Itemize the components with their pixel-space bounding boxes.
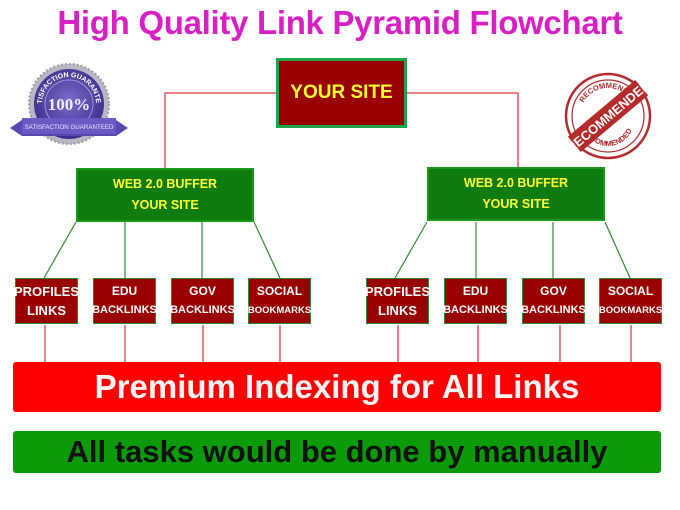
root-label: YOUR SITE <box>290 82 393 103</box>
leaf-gov-backlinks-right: GOV BACKLINKS <box>521 278 586 324</box>
leaf-line1: EDU <box>462 284 489 298</box>
leaf-profiles-links-right: PROFILES LINKS <box>365 278 431 324</box>
recommended-stamp-icon: RECOMMENDED RECOMMENDED RECOMMENDED <box>563 72 653 160</box>
leaf-line1: SOCIAL <box>256 284 303 298</box>
leaf-gov-backlinks-left: GOV BACKLINKS <box>170 278 235 324</box>
leaf-line1: PROFILES <box>365 284 431 299</box>
leaf-line1: GOV <box>540 284 567 298</box>
connector-buffer1-leaf1 <box>43 221 77 279</box>
leaf-line2: BOOKMARKS <box>247 305 312 316</box>
connector-buffer1-leaf4 <box>253 221 281 279</box>
connector-buffer2-leaf5 <box>394 221 428 279</box>
badge-ribbon-text: SATISFACTION GUARANTEED <box>25 124 114 131</box>
buffer-line1: WEB 2.0 BUFFER <box>112 177 218 191</box>
leaf-edu-backlinks-right: EDU BACKLINKS <box>443 278 508 324</box>
satisfaction-guaranteed-badge-icon: SATISFACTION GUARANTEED 100% SATISFACTIO… <box>8 62 128 145</box>
connector-root-left <box>164 92 276 168</box>
leaf-line2: BOOKMARKS <box>598 305 663 316</box>
web20-buffer-right: WEB 2.0 BUFFER YOUR SITE <box>427 167 605 221</box>
leaf-line1: EDU <box>111 284 138 298</box>
leaf-line2: BACKLINKS <box>443 304 508 316</box>
connector-buffer2-leaf8 <box>604 221 631 279</box>
manual-tasks-banner: All tasks would be done by manually <box>13 431 661 473</box>
leaf-social-bookmarks-right: SOCIAL BOOKMARKS <box>599 278 662 324</box>
root-your-site-box: YOUR SITE <box>276 58 407 128</box>
connector-root-right <box>407 92 519 168</box>
leaf-line1: SOCIAL <box>607 284 654 298</box>
leaf-line1: PROFILES <box>14 284 80 299</box>
buffer-line2: YOUR SITE <box>131 198 199 212</box>
buffer-line1: WEB 2.0 BUFFER <box>463 176 569 190</box>
leaf-line2: LINKS <box>378 303 417 318</box>
leaf-line2: LINKS <box>27 303 66 318</box>
leaf-line2: BACKLINKS <box>521 304 586 316</box>
premium-indexing-banner: Premium Indexing for All Links <box>13 362 661 412</box>
web20-buffer-left: WEB 2.0 BUFFER YOUR SITE <box>76 168 254 222</box>
leaf-social-bookmarks-left: SOCIAL BOOKMARKS <box>248 278 311 324</box>
leaf-line2: BACKLINKS <box>170 304 235 316</box>
leaf-line2: BACKLINKS <box>92 304 157 316</box>
page-title: High Quality Link Pyramid Flowchart <box>57 4 623 41</box>
buffer-line2: YOUR SITE <box>482 197 550 211</box>
badge-number: 100% <box>48 95 91 114</box>
leaf-profiles-links-left: PROFILES LINKS <box>14 278 80 324</box>
leaf-line1: GOV <box>189 284 216 298</box>
leaf-edu-backlinks-left: EDU BACKLINKS <box>92 278 157 324</box>
